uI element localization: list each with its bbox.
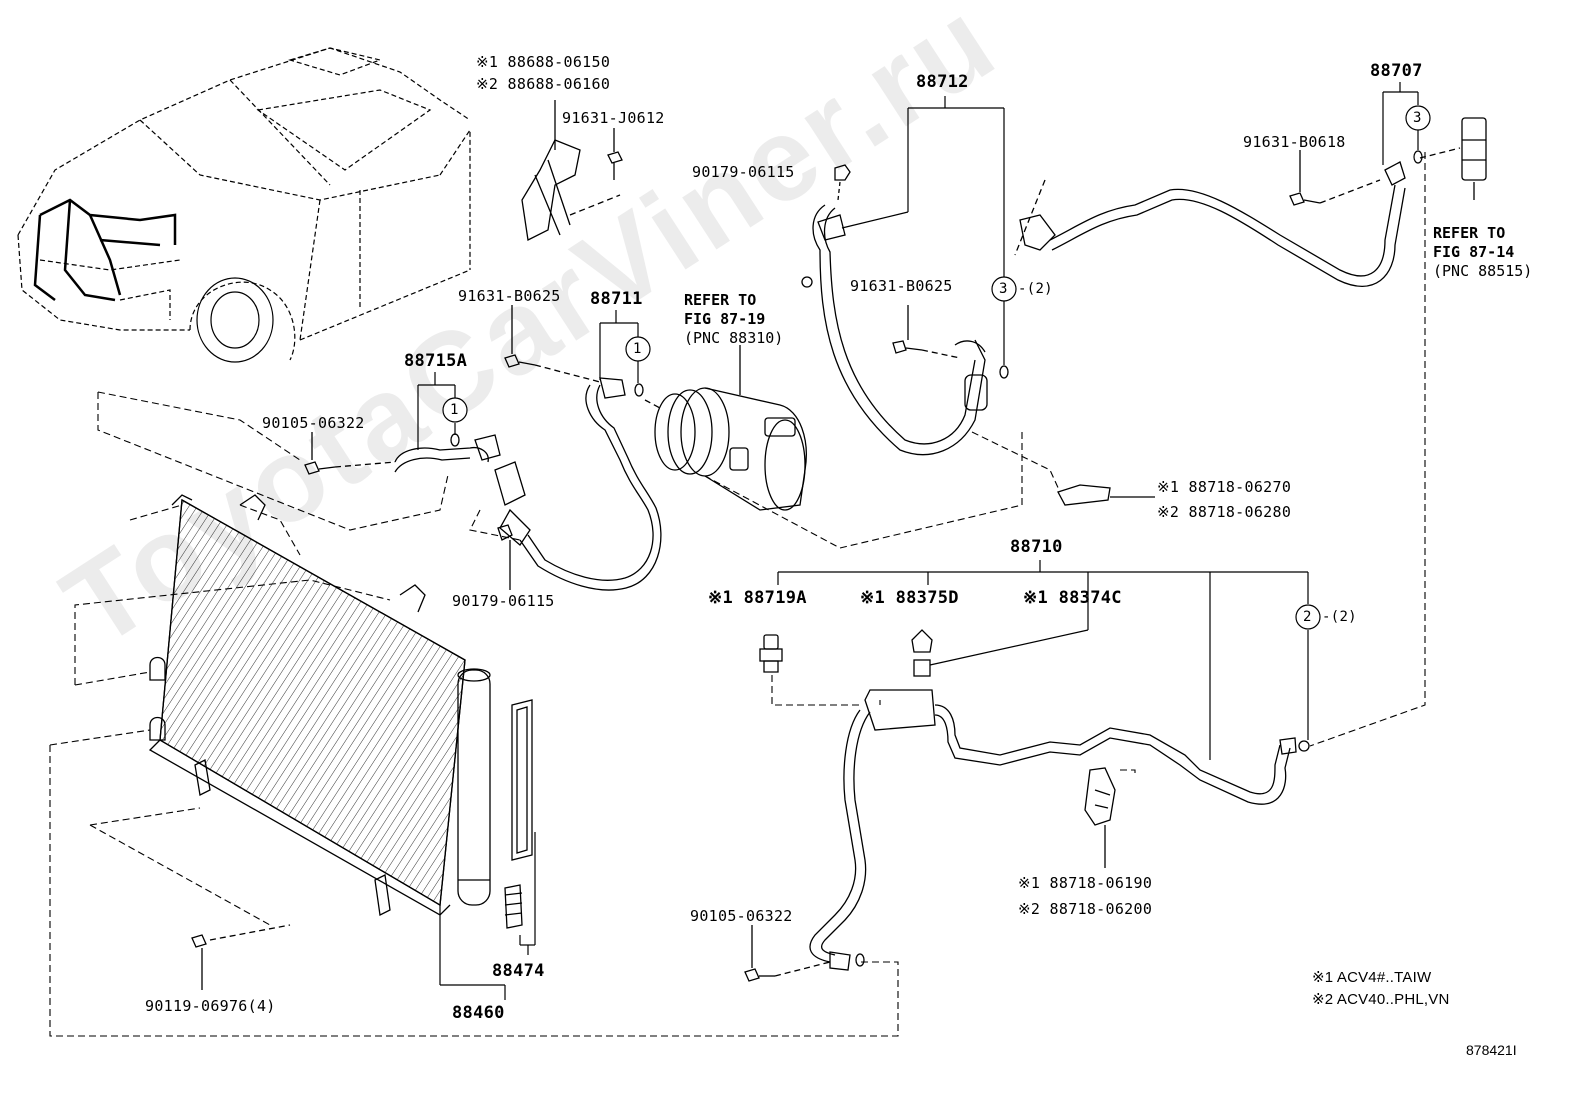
reference-87-14-line2: FIG 87-14	[1433, 243, 1515, 261]
condenser	[148, 494, 466, 916]
legend-item-1: ※1 ACV4#..TAIW	[1312, 968, 1450, 986]
callout-1-88715A: 1	[450, 402, 459, 418]
clamp-88718-06190	[1084, 767, 1116, 868]
receiver-dryer	[457, 668, 491, 906]
hose-88712	[801, 204, 1009, 456]
label-90119-06976: 90119-06976(4)	[145, 997, 276, 1015]
bracket-88688	[521, 100, 581, 241]
reference-87-19-line1: REFER TO	[684, 291, 757, 309]
label-88719A: ※1 88719A	[708, 588, 807, 608]
label-88718-06280: ※2 88718-06280	[1157, 503, 1292, 521]
bolt-90105-06322-bottom	[744, 925, 831, 982]
label-88474: 88474	[492, 961, 545, 981]
label-90179-06115-top: 90179-06115	[692, 163, 795, 181]
bolt-91631-J0612	[569, 128, 623, 216]
label-88460: 88460	[452, 1003, 505, 1023]
legend: ※1 ACV4#..TAIW ※2 ACV40..PHL,VN	[1312, 968, 1450, 1008]
label-88374C: ※1 88374C	[1023, 588, 1122, 608]
callout-3-88707: 3	[1413, 110, 1422, 126]
leader-88711	[599, 310, 639, 383]
bolt-91631-B0618	[1289, 147, 1461, 206]
vehicle-wheel	[196, 277, 274, 363]
label-88375D: ※1 88375D	[860, 588, 959, 608]
reference-87-19-line2: FIG 87-19	[684, 310, 766, 328]
label-90179-06115-bottom: 90179-06115	[452, 592, 555, 610]
callout-1-88711: 1	[633, 341, 642, 357]
callout-3-quantity: -(2)	[1018, 281, 1053, 297]
label-90105-06322-left: 90105-06322	[262, 414, 365, 432]
filter-88474	[504, 699, 533, 929]
clamp-88718-06270	[1057, 484, 1155, 506]
leader-88715A	[417, 372, 456, 450]
label-88718-06190: ※1 88718-06190	[1018, 874, 1153, 892]
label-88718-06200: ※2 88718-06200	[1018, 900, 1153, 918]
label-88688-06150: ※1 88688-06150	[476, 53, 611, 71]
callout-2-quantity: -(2)	[1322, 609, 1357, 625]
reference-fig-87-14: REFER TO FIG 87-14 (PNC 88515)	[1433, 224, 1532, 281]
label-88715A: 88715A	[404, 351, 468, 371]
leader-88710	[777, 560, 1309, 760]
callout-3-88712: 3	[999, 281, 1008, 297]
diagram-number: 878421I	[1466, 1042, 1517, 1058]
reference-87-14-line3: (PNC 88515)	[1433, 262, 1533, 280]
compressor	[654, 345, 807, 511]
leader-88712	[841, 96, 1005, 365]
label-91631-B0625-mid: 91631-B0625	[850, 277, 953, 295]
switch-88719A	[759, 634, 783, 673]
label-88688-06160: ※2 88688-06160	[476, 75, 611, 93]
label-91631-J0612: 91631-J0612	[562, 109, 665, 127]
legend-mark-1: ※1	[1312, 969, 1334, 986]
cap-88375D	[911, 629, 933, 677]
label-91631-B0625-left: 91631-B0625	[458, 287, 561, 305]
label-88707: 88707	[1370, 61, 1423, 81]
reference-87-14-line1: REFER TO	[1433, 224, 1506, 242]
hose-88711	[494, 377, 662, 591]
label-88711: 88711	[590, 289, 643, 309]
pipe-88710	[809, 689, 1310, 971]
callout-circles	[442, 105, 1431, 630]
reference-fig-87-19: REFER TO FIG 87-19 (PNC 88310)	[684, 291, 783, 348]
legend-text-2: ACV40..PHL,VN	[1336, 991, 1450, 1008]
bolt-91631-B0625-mid	[892, 305, 961, 359]
wiring-harness	[33, 198, 177, 302]
bolt-90105-06322-left	[304, 432, 396, 475]
expansion-valve	[1461, 117, 1487, 200]
label-88712: 88712	[916, 72, 969, 92]
label-88718-06270: ※1 88718-06270	[1157, 478, 1292, 496]
nut-90179-06115-bottom	[497, 524, 513, 590]
leader-88460	[439, 905, 506, 1000]
pipe-88707	[1014, 161, 1406, 287]
legend-mark-2: ※2	[1312, 991, 1334, 1008]
reference-87-19-line3: (PNC 88310)	[684, 329, 784, 347]
label-91631-B0618: 91631-B0618	[1243, 133, 1346, 151]
label-88710: 88710	[1010, 537, 1063, 557]
hose-88715A	[394, 433, 501, 473]
legend-item-2: ※2 ACV40..PHL,VN	[1312, 990, 1450, 1008]
callout-2-88710: 2	[1303, 609, 1312, 625]
leader-88707	[1382, 82, 1423, 165]
label-90105-06322-bottom: 90105-06322	[690, 907, 793, 925]
leader-88474	[519, 832, 536, 955]
assembly-guides	[49, 152, 1426, 1037]
bolt-91631-B0625-left	[504, 305, 661, 409]
nut-90179-06115-top	[834, 164, 851, 201]
bolt-90119-06976	[191, 924, 291, 990]
vehicle-illustration	[17, 47, 471, 361]
legend-text-1: ACV4#..TAIW	[1336, 969, 1432, 986]
